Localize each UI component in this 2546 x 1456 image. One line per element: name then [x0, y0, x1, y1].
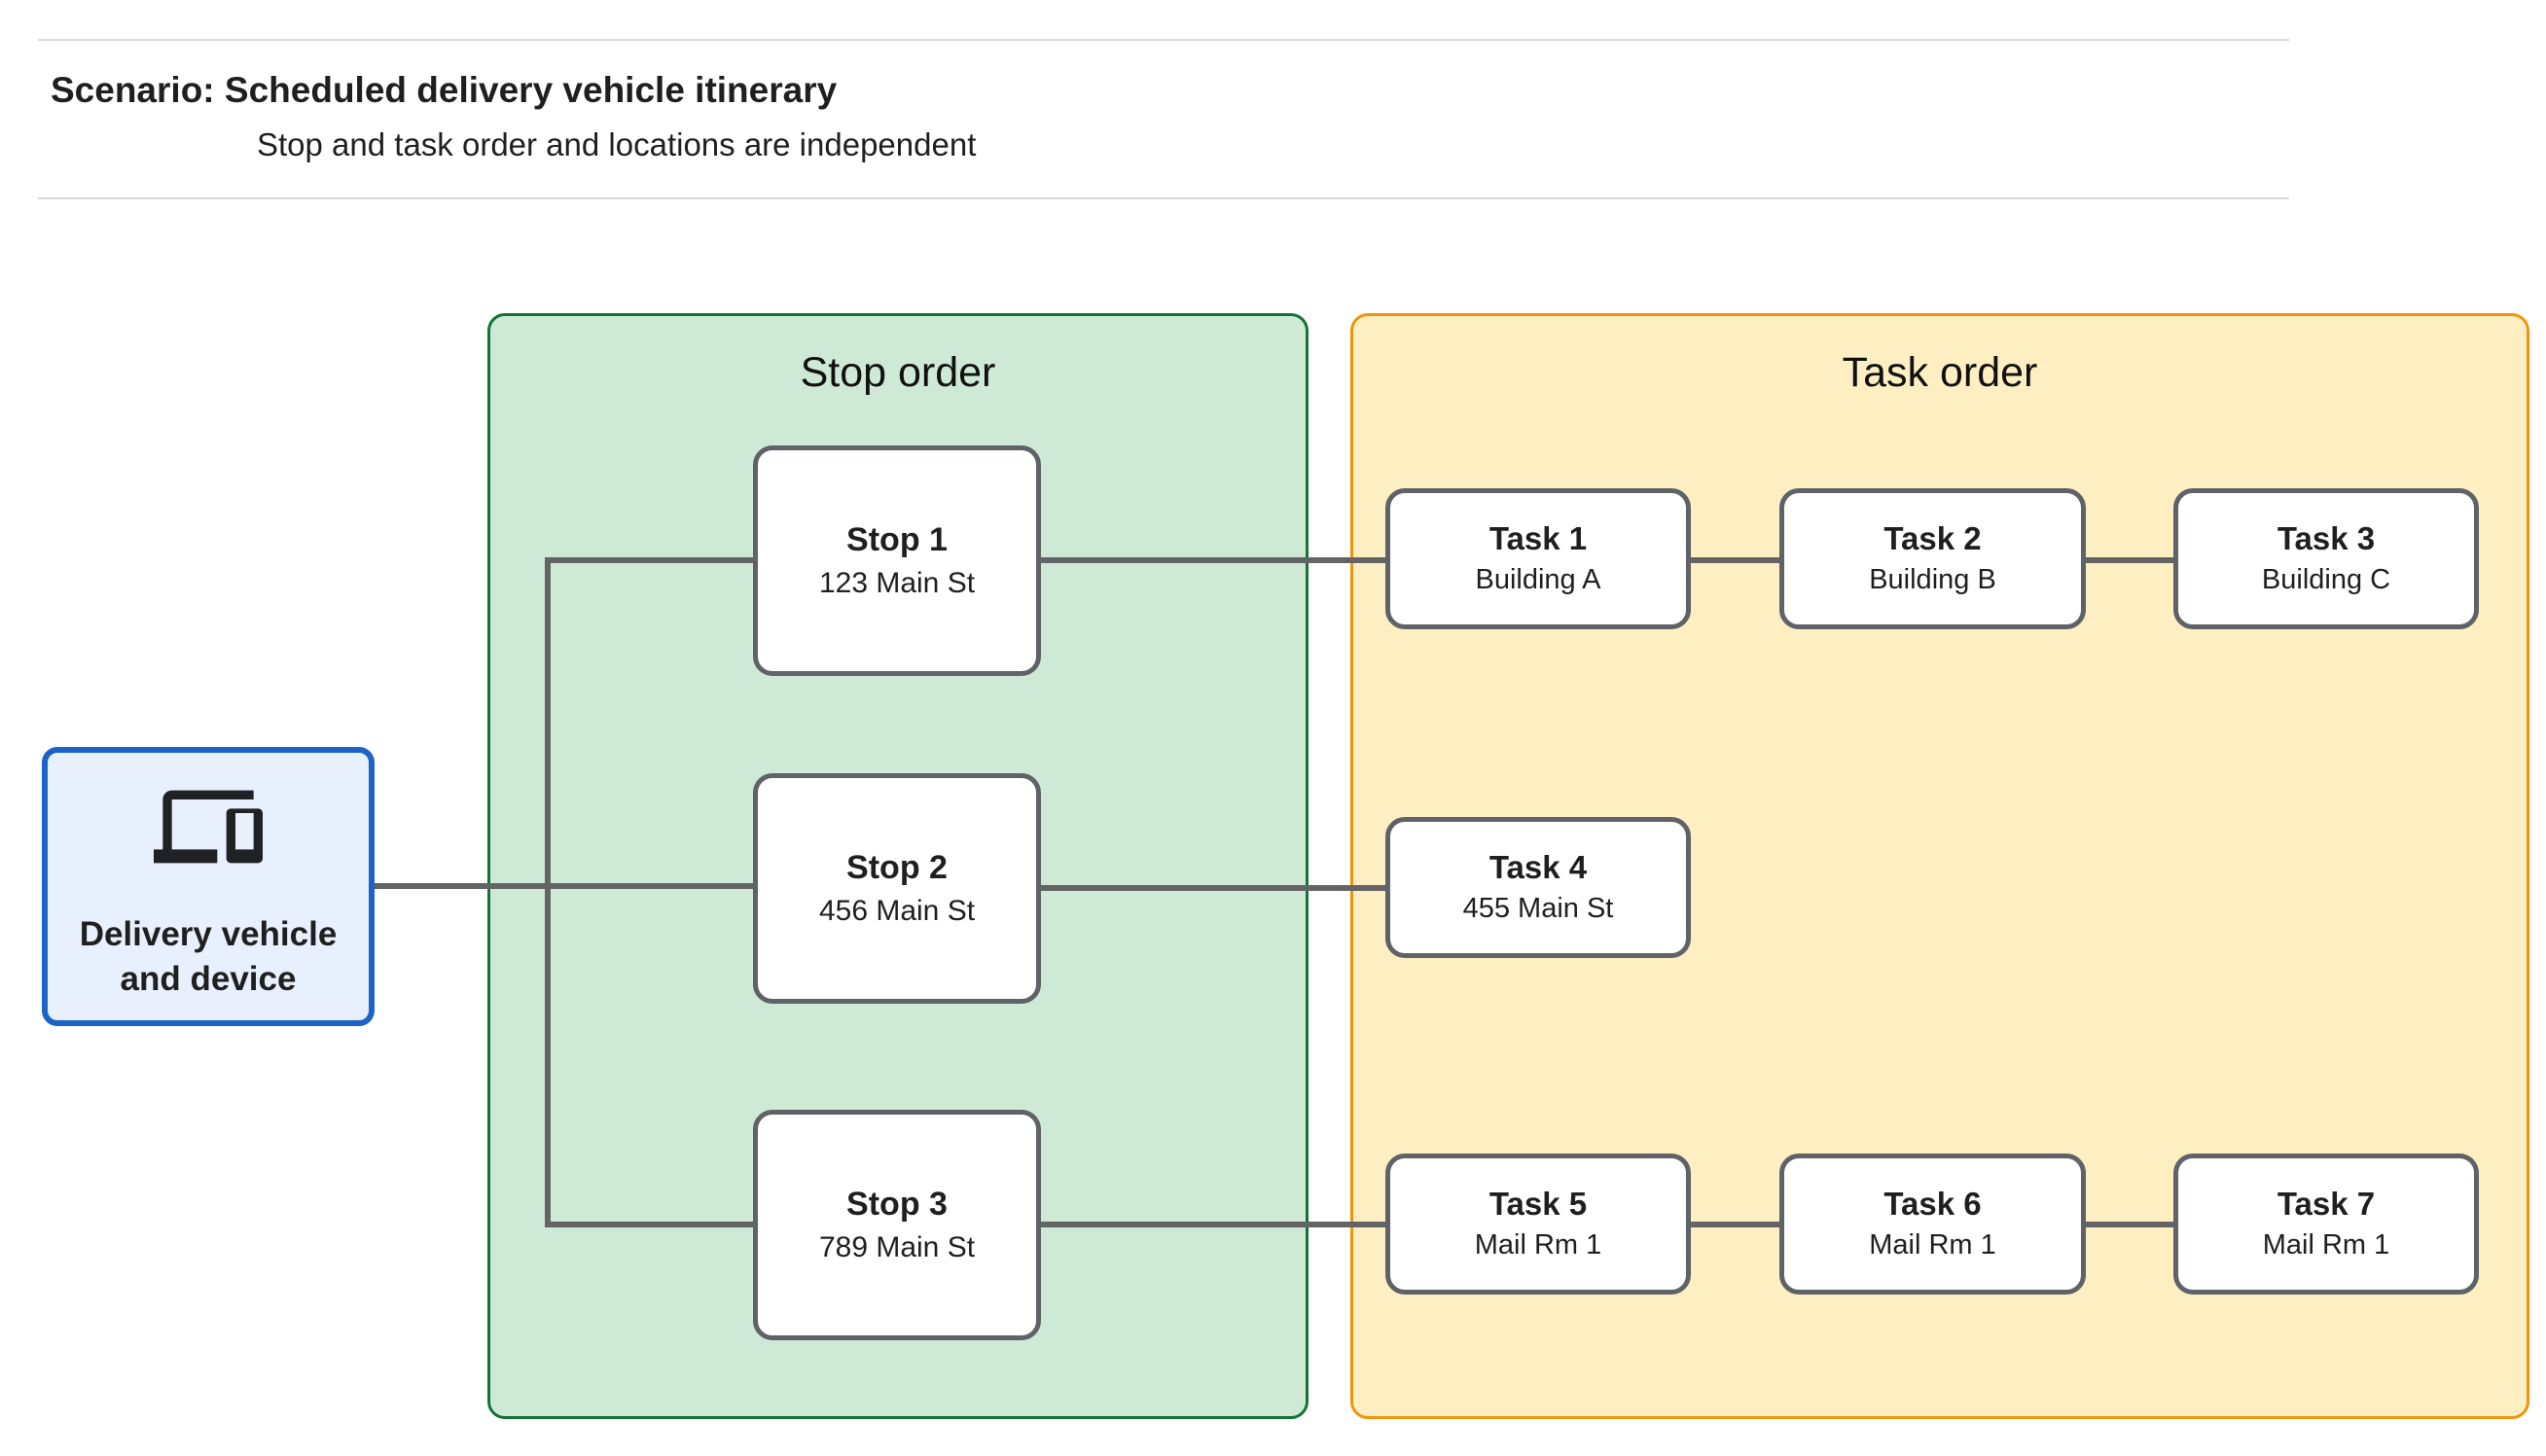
task-5-location: Mail Rm 1: [1474, 1228, 1602, 1261]
edge-stop1-task1: [1041, 557, 1385, 563]
delivery-vehicle-label-line1: Delivery vehicle: [79, 914, 338, 953]
stop-2-title: Stop 2: [846, 849, 948, 887]
task-3-location: Building C: [2261, 563, 2391, 595]
edge-trunk-stop1: [545, 557, 753, 563]
task-7-title: Task 7: [2277, 1186, 2376, 1223]
header-divider-top: [38, 39, 2289, 41]
task-node-3: Task 3 Building C: [2173, 488, 2479, 629]
delivery-vehicle-node: Delivery vehicle and device: [42, 747, 375, 1026]
task-3-title: Task 3: [2277, 520, 2376, 557]
edge-task6-task7: [2086, 1222, 2173, 1227]
task-2-location: Building B: [1869, 563, 1996, 595]
task-6-location: Mail Rm 1: [1869, 1228, 1996, 1261]
task-node-1: Task 1 Building A: [1385, 488, 1691, 629]
page-title: Scenario: Scheduled delivery vehicle iti…: [51, 70, 837, 111]
stop-2-address: 456 Main St: [818, 894, 976, 927]
edge-trunk-stop3: [545, 1222, 753, 1227]
task-node-7: Task 7 Mail Rm 1: [2173, 1154, 2479, 1295]
edge-task2-task3: [2086, 557, 2173, 563]
edge-stop3-task5: [1041, 1222, 1385, 1227]
task-node-6: Task 6 Mail Rm 1: [1779, 1154, 2086, 1295]
stop-3-address: 789 Main St: [818, 1230, 976, 1263]
stop-3-title: Stop 3: [846, 1186, 948, 1224]
stop-1-address: 123 Main St: [818, 566, 976, 599]
task-4-title: Task 4: [1488, 849, 1588, 886]
page-subtitle: Stop and task order and locations are in…: [257, 126, 977, 162]
task-5-title: Task 5: [1488, 1186, 1588, 1223]
edge-vehicle-stop2: [375, 883, 753, 889]
edge-task1-task2: [1691, 557, 1779, 563]
stop-order-panel-title: Stop order: [800, 349, 996, 396]
stop-node-2: Stop 2 456 Main St: [753, 773, 1041, 1004]
scenario-label: Scenario:: [51, 70, 215, 110]
stop-1-title: Stop 1: [846, 521, 948, 559]
task-2-title: Task 2: [1883, 520, 1982, 557]
task-6-title: Task 6: [1883, 1186, 1982, 1223]
task-1-location: Building A: [1475, 563, 1601, 595]
task-order-panel-title: Task order: [1842, 349, 2038, 396]
task-4-location: 455 Main St: [1462, 892, 1614, 924]
edge-trunk-line: [545, 557, 551, 1227]
header-divider-bottom: [38, 197, 2289, 199]
task-1-title: Task 1: [1488, 520, 1588, 557]
task-7-location: Mail Rm 1: [2262, 1228, 2390, 1261]
task-node-5: Task 5 Mail Rm 1: [1385, 1154, 1691, 1295]
devices-icon: [154, 772, 263, 881]
task-node-2: Task 2 Building B: [1779, 488, 2086, 629]
stop-node-1: Stop 1 123 Main St: [753, 445, 1041, 676]
edge-stop2-task4: [1041, 885, 1385, 891]
edge-task5-task6: [1691, 1222, 1779, 1227]
stop-node-3: Stop 3 789 Main St: [753, 1110, 1041, 1340]
task-node-4: Task 4 455 Main St: [1385, 817, 1691, 958]
delivery-vehicle-label: Delivery vehicle and device: [80, 912, 338, 1002]
delivery-vehicle-label-line2: and device: [120, 959, 297, 998]
page-title-text: Scheduled delivery vehicle itinerary: [214, 70, 838, 110]
